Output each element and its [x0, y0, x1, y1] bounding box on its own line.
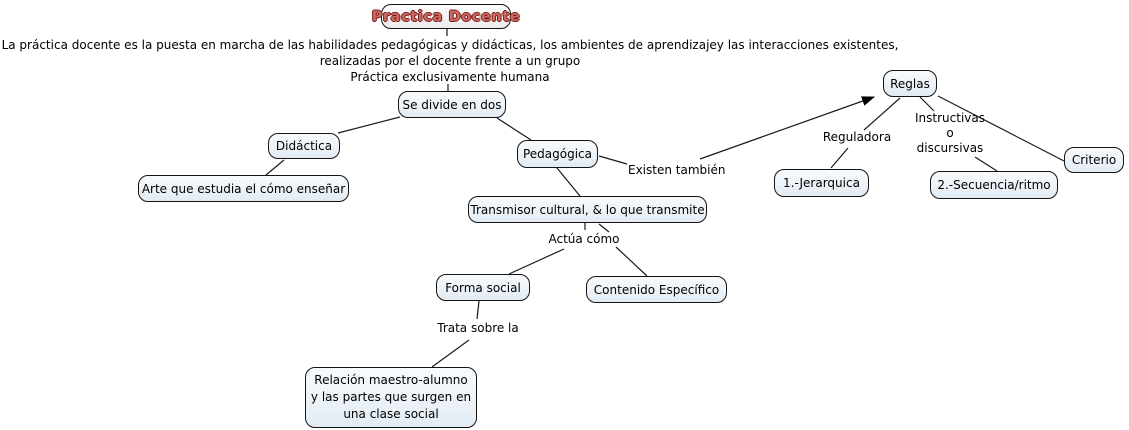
edge-reguladora-jerarquica [830, 147, 849, 169]
node-contenido-especifico[interactable]: Contenido Específico [586, 276, 727, 303]
map-description[interactable]: La práctica docente es la puesta en marc… [1, 38, 899, 84]
edge-pedagogica-existen [598, 155, 628, 165]
node-criterio[interactable]: Criterio [1064, 147, 1124, 173]
edge-trata-relacion [431, 339, 470, 368]
node-arte-que-estudia[interactable]: Arte que estudia el cómo enseñar [138, 175, 349, 202]
edge-sedivide-didactica [337, 116, 401, 134]
linking-phrase-reguladora[interactable]: Reguladora [822, 130, 892, 144]
edge-transmisor-actua-2 [598, 223, 610, 233]
edge-reglas-criterio [937, 95, 1065, 162]
edge-actua-contenido [615, 246, 648, 277]
edge-sedivide-pedagogica [496, 117, 532, 141]
node-secuencia-ritmo[interactable]: 2.-Secuencia/ritmo [930, 171, 1058, 199]
node-relacion-maestro-alumno[interactable]: Relación maestro-alumno y las partes que… [305, 367, 477, 428]
node-se-divide-en-dos[interactable]: Se divide en dos [398, 91, 506, 118]
linking-phrase-instructivas-discursivas[interactable]: Instructivas o discursivas [915, 111, 985, 155]
linking-phrase-actua-como[interactable]: Actúa cómo [548, 232, 620, 246]
linking-phrase-existen-tambien[interactable]: Existen también [628, 163, 726, 177]
node-reglas[interactable]: Reglas [883, 70, 937, 97]
node-forma-social[interactable]: Forma social [436, 274, 530, 301]
edge-actua-formasocial [508, 248, 565, 275]
node-didactica[interactable]: Didáctica [268, 133, 340, 159]
edge-existen-reglas-arrow [699, 96, 875, 160]
node-jerarquica[interactable]: 1.-Jerarquica [774, 169, 869, 197]
node-practica-docente-title[interactable]: Practica Docente [372, 4, 520, 29]
node-transmisor-cultural[interactable]: Transmisor cultural, & lo que transmite [468, 196, 707, 223]
edge-instructivas-secuencia [974, 156, 998, 172]
edge-didactica-arte [265, 159, 285, 176]
linking-phrase-trata-sobre-la[interactable]: Trata sobre la [437, 321, 519, 335]
edge-reglas-instructivas [919, 96, 935, 112]
edge-pedagogica-transmisor [556, 167, 581, 197]
edge-reglas-reguladora [863, 97, 901, 131]
node-pedagogica[interactable]: Pedagógica [517, 140, 598, 168]
edge-formasocial-trata [476, 300, 480, 320]
